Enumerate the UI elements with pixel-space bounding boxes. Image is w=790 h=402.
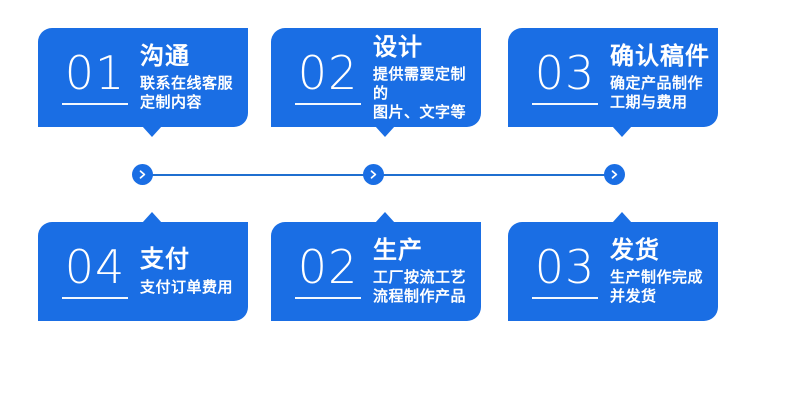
step-description-line-1: 支付订单费用 xyxy=(140,279,234,296)
step-text-block: 发货 生产制作完成 并发货 xyxy=(610,237,718,306)
flow-step-card-6[interactable]: 03 发货 生产制作完成 并发货 xyxy=(508,212,718,321)
step-title: 支付 xyxy=(140,246,190,273)
step-description-line-2: 流程制作产品 xyxy=(373,288,467,305)
step-description-line-2: 并发货 xyxy=(610,288,657,305)
step-number-block: 03 xyxy=(522,50,608,105)
step-number: 01 xyxy=(64,46,126,100)
card-tail-down xyxy=(612,126,632,137)
step-number-underline xyxy=(295,297,361,299)
step-title: 发货 xyxy=(610,237,660,264)
connector-line-1 xyxy=(150,174,364,176)
chevron-right-icon xyxy=(609,169,620,180)
step-text-block: 支付 支付订单费用 xyxy=(140,246,248,297)
step-text-block: 确认稿件 确定产品制作 工期与费用 xyxy=(610,43,718,112)
flow-step-card-2[interactable]: 02 设计 提供需要定制的 图片、文字等 xyxy=(271,28,481,137)
step-description: 生产制作完成 并发货 xyxy=(610,268,712,306)
step-description-line-2: 工期与费用 xyxy=(610,94,688,111)
step-number-block: 02 xyxy=(285,50,371,105)
flow-step-card-5[interactable]: 02 生产 工厂按流工艺 流程制作产品 xyxy=(271,212,481,321)
flow-step-card-4[interactable]: 04 支付 支付订单费用 xyxy=(38,212,248,321)
step-description-line-1: 生产制作完成 xyxy=(610,269,704,286)
step-description-line-1: 确定产品制作 xyxy=(610,75,704,92)
step-title: 生产 xyxy=(373,237,423,264)
connector-node-1 xyxy=(132,164,153,185)
step-number-block: 01 xyxy=(52,50,138,105)
step-number-underline xyxy=(532,297,598,299)
step-number: 03 xyxy=(534,46,596,100)
step-number-block: 04 xyxy=(52,244,138,299)
step-description-line-2: 定制内容 xyxy=(140,94,203,111)
flow-step-card-1[interactable]: 01 沟通 联系在线客服 定制内容 xyxy=(38,28,248,137)
flow-step-card-3[interactable]: 03 确认稿件 确定产品制作 工期与费用 xyxy=(508,28,718,137)
connector-node-3 xyxy=(604,164,625,185)
step-description: 支付订单费用 xyxy=(140,278,242,297)
step-number-block: 02 xyxy=(285,244,371,299)
step-title: 沟通 xyxy=(140,43,190,70)
step-number-underline xyxy=(295,103,361,105)
connector-line-2 xyxy=(382,174,606,176)
step-description: 联系在线客服 定制内容 xyxy=(140,74,242,112)
card-tail-up xyxy=(142,212,162,223)
card-tail-up xyxy=(375,212,395,223)
step-number: 02 xyxy=(297,240,359,294)
step-title: 设计 xyxy=(373,33,423,61)
step-description-line-1: 提供需要定制的 xyxy=(373,65,467,102)
step-description: 提供需要定制的 图片、文字等 xyxy=(373,65,475,122)
card-tail-down xyxy=(375,126,395,137)
step-number-underline xyxy=(62,297,128,299)
step-text-block: 设计 提供需要定制的 图片、文字等 xyxy=(373,34,481,122)
chevron-right-icon xyxy=(368,169,379,180)
step-text-block: 生产 工厂按流工艺 流程制作产品 xyxy=(373,237,481,306)
step-number: 03 xyxy=(534,240,596,294)
step-number: 02 xyxy=(297,46,359,100)
step-text-block: 沟通 联系在线客服 定制内容 xyxy=(140,43,248,112)
step-number-underline xyxy=(532,103,598,105)
connector-node-2 xyxy=(363,164,384,185)
chevron-right-icon xyxy=(137,169,148,180)
step-description: 工厂按流工艺 流程制作产品 xyxy=(373,268,475,306)
step-number-underline xyxy=(62,103,128,105)
step-number-block: 03 xyxy=(522,244,608,299)
step-description-line-2: 图片、文字等 xyxy=(373,103,467,121)
step-description-line-1: 工厂按流工艺 xyxy=(373,269,467,286)
card-tail-down xyxy=(142,126,162,137)
step-description-line-1: 联系在线客服 xyxy=(140,75,234,92)
card-tail-up xyxy=(612,212,632,223)
step-description: 确定产品制作 工期与费用 xyxy=(610,74,712,112)
step-title: 确认稿件 xyxy=(610,43,710,70)
step-number: 04 xyxy=(64,240,126,294)
